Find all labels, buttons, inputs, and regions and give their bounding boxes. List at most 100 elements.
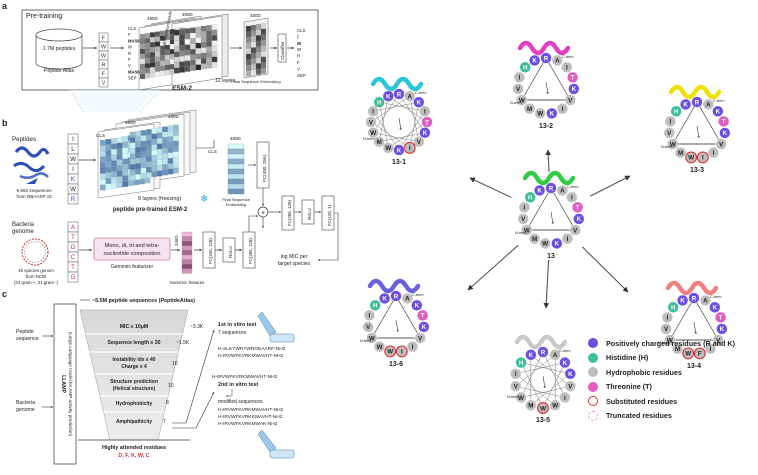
embedding-cell: [250, 36, 257, 42]
heatmap-cell: [129, 131, 136, 138]
embedding-cell: [245, 65, 252, 71]
residue-letter: M: [532, 236, 537, 243]
heatmap-cell: [111, 182, 117, 189]
residue-letter: R: [692, 295, 697, 302]
featurizer-box: [93, 237, 171, 261]
residue-circle: [367, 105, 379, 117]
pretrained-model-label: peptide pre-trained ESM-2: [113, 207, 188, 213]
heatmap-cell: [162, 148, 168, 154]
helix-ribbon-icon: [668, 84, 722, 100]
heatmap-cell: [184, 28, 191, 34]
count-hydrophobicity: 8: [166, 400, 169, 406]
residue-letter: I: [567, 236, 569, 243]
heatmap-cell: [167, 125, 174, 132]
heatmap-cell: [105, 161, 112, 168]
heatmap-cell: [195, 42, 202, 49]
heatmap-cell: [211, 56, 218, 63]
heatmap-cell: [146, 129, 152, 135]
heatmap-cell: [116, 165, 123, 171]
b-cls-token: CLS: [96, 133, 105, 138]
highly-attended-residues: D, F, K, W, C: [118, 453, 149, 459]
heatmap-cell: [164, 54, 171, 61]
count-structure: 10: [168, 383, 174, 389]
residue-circle: [549, 349, 561, 361]
residue-circle: [515, 391, 527, 404]
heatmap-cell: [195, 53, 202, 60]
heatmap-cell: [211, 62, 218, 68]
heatmap-cell: [156, 154, 163, 160]
residue-circle: [379, 292, 391, 305]
heatmap-cell: [156, 143, 163, 150]
legend-item: Truncated residues: [588, 409, 756, 424]
layers-label: 12 layers: [215, 78, 236, 84]
genomic-feature-cell: [181, 250, 193, 256]
heatmap-cell: [162, 158, 168, 165]
residue-letter: M: [527, 106, 532, 113]
heatmap-cell: [167, 158, 174, 164]
residue-letter: K: [568, 371, 573, 378]
residue-circle: [393, 144, 405, 156]
residue-letter: V: [719, 141, 724, 148]
residue-circle: [685, 151, 698, 164]
wheel-arrow: [469, 177, 512, 198]
residue-circle: [510, 380, 522, 392]
residue-letter: K: [563, 360, 568, 367]
legend-label: Positively charged residues (R and K): [606, 338, 736, 348]
legend-item: Substituted residues: [588, 394, 756, 409]
residue-letter: V: [664, 326, 669, 333]
residue-letter: K: [382, 296, 387, 303]
heatmap-cell: [211, 51, 218, 57]
heatmap-cell: [139, 63, 146, 70]
residue-letter: W: [387, 349, 393, 356]
legend-label: Hydrophobic residues: [606, 367, 682, 377]
residue-circle: [569, 224, 581, 236]
c-term-label: C-term: [567, 185, 579, 189]
database-cylinder-icon: [35, 28, 83, 70]
heatmap-cell: [139, 33, 146, 40]
heatmap-cell: [190, 65, 196, 71]
residue-letter: I: [412, 344, 414, 351]
residue-circle: [525, 399, 537, 411]
embedding-cell: [250, 41, 257, 48]
residue-letter: I: [566, 65, 568, 72]
embedding-cell: [250, 58, 257, 65]
heatmap-cell: [149, 42, 156, 48]
wheel-label: 13: [547, 253, 555, 260]
legend-item: Positively charged residues (R and K): [588, 336, 756, 351]
heatmap-cell: [173, 135, 179, 142]
embedding-cell: [227, 158, 245, 165]
test2-title: 2nd in vitro test: [218, 382, 258, 388]
residue-letter: R: [394, 293, 399, 300]
test2-seq: H-IRVWFKVRKMWAVHT-NH2: [212, 374, 278, 380]
peptide-seq-letter: I: [72, 136, 74, 143]
final-embedding-column: [227, 143, 245, 195]
heatmap-cell: [140, 146, 147, 152]
heatmap-cell: [105, 150, 112, 156]
heatmap-cell: [122, 136, 129, 143]
heatmap-cell: [140, 173, 147, 179]
test1-seq2: H-IRVWFKVRKMWAVHT-NH2: [218, 353, 284, 359]
heatmap-cell: [146, 145, 152, 151]
residue-letter: W: [685, 351, 691, 358]
heatmap-cell: [135, 174, 141, 180]
heatmap-cell: [129, 164, 136, 170]
residue-letter: I: [562, 106, 564, 113]
residue-circle: [712, 105, 724, 117]
heatmap-cell: [139, 68, 146, 75]
funnel-step-length: Sequence length ≤ 30: [107, 340, 160, 346]
residue-letter: R: [544, 55, 549, 62]
residue-letter: T: [425, 119, 429, 126]
heatmap-cell: [206, 46, 212, 53]
embedding-cell: [245, 25, 252, 32]
heatmap-cell: [173, 29, 180, 36]
heatmap-cell: [164, 64, 171, 71]
moment-arrow-icon: [696, 125, 700, 139]
residue-circle: [573, 213, 585, 225]
embedding-cell: [255, 63, 262, 70]
finetune-heatmap-2: [129, 124, 179, 181]
count-instability: 10: [172, 361, 178, 367]
pretraining-title: Pre-training: [26, 13, 62, 20]
wheel-connectors: [515, 351, 571, 409]
heatmap-cell: [195, 59, 202, 65]
